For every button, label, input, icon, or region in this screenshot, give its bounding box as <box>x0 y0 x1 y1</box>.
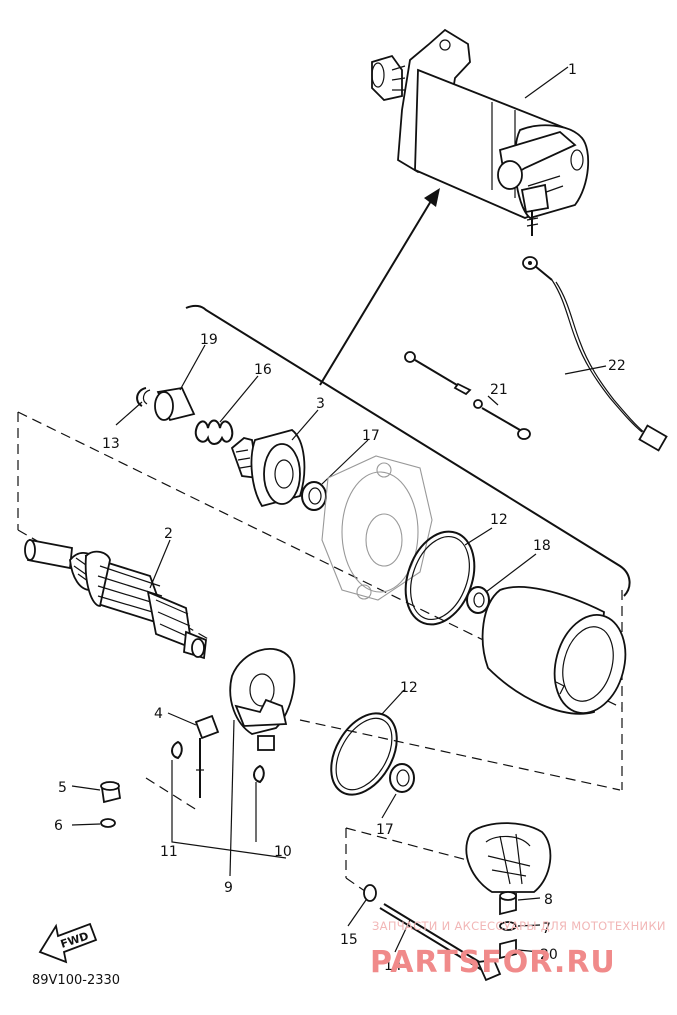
part-brush-plate <box>229 648 296 877</box>
part-nut-washer <box>71 781 122 828</box>
part-collar <box>154 344 206 422</box>
part-spring <box>194 375 259 445</box>
callout-13: 13 <box>102 436 120 452</box>
callout-21: 21 <box>490 382 508 398</box>
callout-20: 20 <box>540 947 558 963</box>
callout-19: 19 <box>200 332 218 348</box>
callout-8: 8 <box>544 892 553 908</box>
part-rear-cover <box>465 822 552 893</box>
part-armature <box>24 538 207 660</box>
callout-1: 1 <box>568 62 577 78</box>
part-leads <box>404 351 531 440</box>
callout-17-upper: 17 <box>362 428 380 444</box>
part-nuts-stack <box>499 891 541 960</box>
fwd-arrow <box>38 922 98 964</box>
callout-7: 7 <box>542 921 551 937</box>
watermark-logo: PARTSFOR.RU <box>370 945 616 980</box>
callout-18: 18 <box>533 538 551 554</box>
callout-16: 16 <box>254 362 272 378</box>
callout-3: 3 <box>316 396 325 412</box>
part-lead-wire <box>522 256 668 452</box>
callout-9: 9 <box>224 880 233 896</box>
callout-2: 2 <box>164 526 173 542</box>
part-yoke <box>481 586 627 715</box>
part-circlip <box>115 387 151 426</box>
callout-12-upper: 12 <box>490 512 508 528</box>
callout-4: 4 <box>154 706 163 722</box>
callout-12-lower: 12 <box>400 680 418 696</box>
part-o-ring-large-lower <box>330 689 405 796</box>
part-clutch-pinion <box>230 409 319 508</box>
part-starter-motor <box>371 28 590 236</box>
part-brush <box>167 712 220 798</box>
callout-17-lower: 17 <box>376 822 394 838</box>
callout-15: 15 <box>340 932 358 948</box>
part-o-ring-large-upper <box>404 527 493 626</box>
part-front-cover <box>321 455 433 601</box>
diagram-code: 89V100-2330 <box>32 973 120 988</box>
callout-14: 14 <box>384 958 402 974</box>
part-through-bolt <box>347 884 502 982</box>
part-brush-springs <box>171 740 287 859</box>
callout-10: 10 <box>274 844 292 860</box>
callout-11: 11 <box>160 844 178 860</box>
watermark-subtitle: ЗАПЧАСТИ И АКСЕССУАРЫ ДЛЯ МОТОТЕХНИКИ <box>372 919 666 933</box>
part-washer <box>466 553 537 614</box>
callout-22: 22 <box>608 358 626 374</box>
part-o-ring-lower <box>381 763 415 819</box>
callout-6: 6 <box>54 818 63 834</box>
callout-5: 5 <box>58 780 67 796</box>
